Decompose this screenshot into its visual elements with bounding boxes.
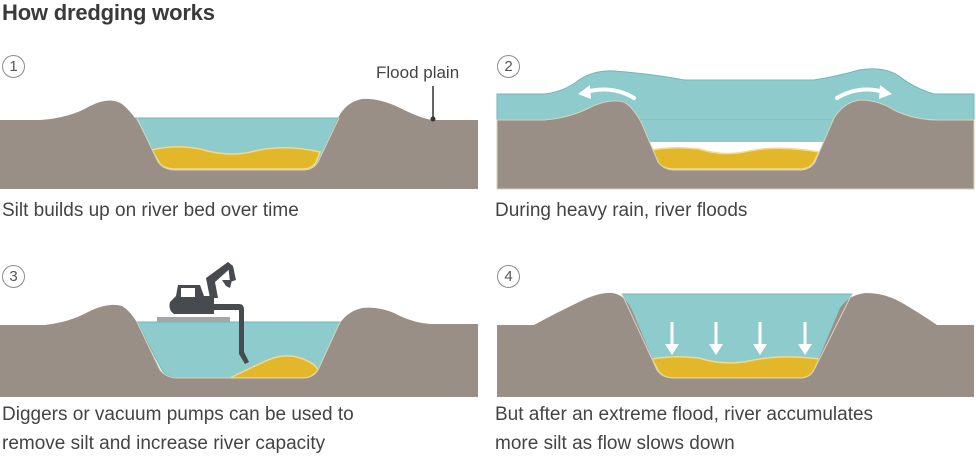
river-cross-section-icon: [496, 68, 975, 190]
silt-layer-icon: [650, 146, 821, 170]
step-caption-line-2: more silt as flow slows down: [495, 433, 735, 454]
step-number-badge: 4: [497, 265, 520, 288]
step-caption-line-1: Diggers or vacuum pumps can be used to: [2, 404, 354, 425]
pontoon-icon: [157, 317, 230, 322]
panel-step-2: 2 During heavy rain, river floods: [494, 52, 976, 232]
step-number-badge: 2: [497, 55, 520, 78]
step-number-badge: 1: [2, 55, 25, 78]
settling-arrows-icon: [665, 322, 812, 355]
step-number-badge: 3: [2, 265, 25, 288]
panel-step-3: 3 Diggers or vacuum pumps can be used to…: [0, 260, 480, 470]
flood-water-icon: [496, 68, 975, 121]
diagram-title: How dredging works: [2, 0, 215, 25]
step-caption: Silt builds up on river bed over time: [2, 200, 299, 221]
step-caption-line-1: But after an extreme flood, river accumu…: [495, 404, 874, 425]
river-cross-section-icon: [0, 86, 478, 189]
flood-plain-pointer-icon: [430, 86, 436, 122]
flood-plain-label: Flood plain: [376, 63, 460, 82]
river-cross-section-icon: [497, 292, 974, 397]
panel-step-1: 1 Flood plain Silt builds up on river be…: [0, 52, 480, 232]
silt-layer-icon: [150, 146, 322, 170]
step-caption: During heavy rain, river floods: [495, 200, 748, 221]
digger-icon: [169, 262, 249, 364]
panel-step-4: 4 But after an extreme flood, river accu…: [494, 260, 976, 470]
step-caption-line-2: remove silt and increase river capacity: [2, 433, 326, 454]
river-cross-section-icon: [0, 262, 478, 397]
